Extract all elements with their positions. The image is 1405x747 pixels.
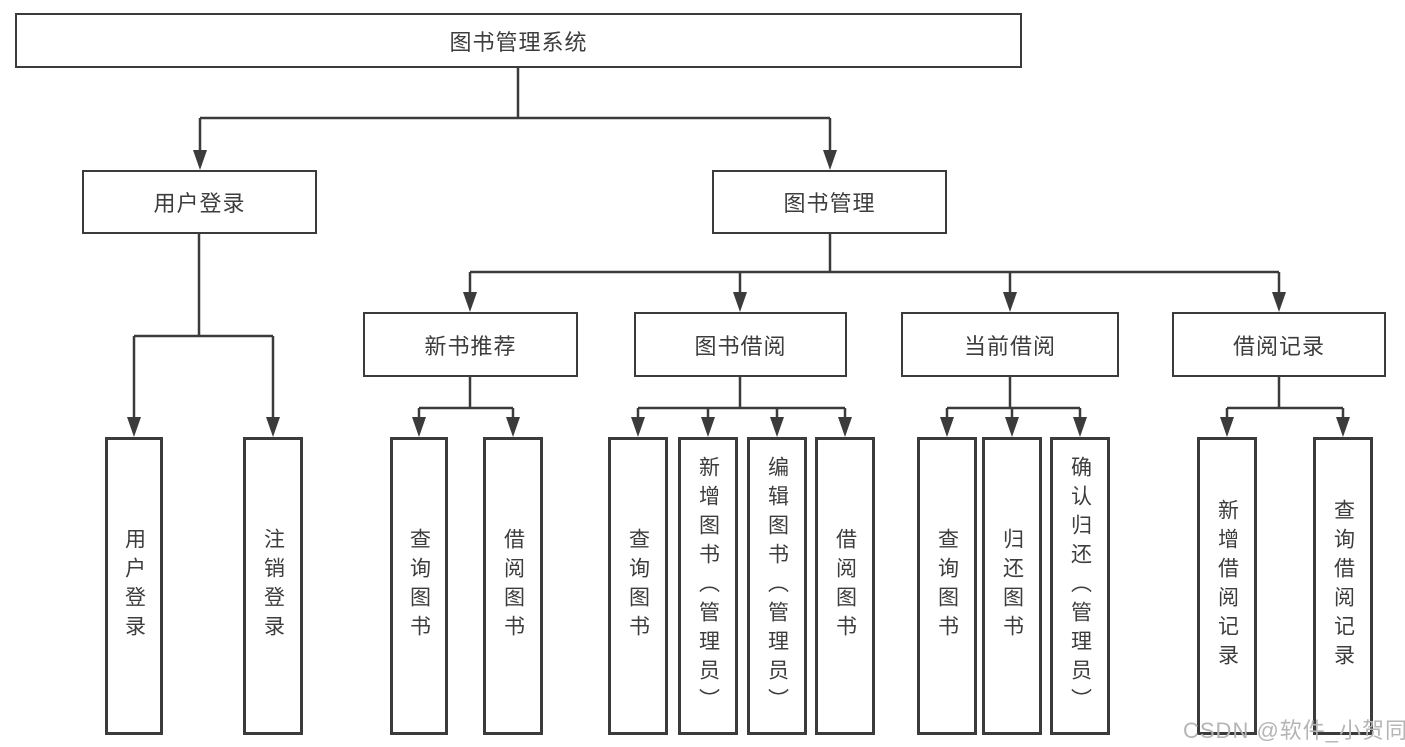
leaf-confirm-return-admin: 确认归还（管理员） <box>1050 437 1110 735</box>
leaf-search-books-current-label: 查询图书 <box>935 528 959 644</box>
node-root-label: 图书管理系统 <box>449 29 588 55</box>
leaf-return-books: 归还图书 <box>982 437 1042 735</box>
leaf-add-books-admin: 新增图书（管理员） <box>678 437 738 735</box>
node-book-borrowing-label: 图书借阅 <box>694 333 787 359</box>
leaf-confirm-return-admin-label: 确认归还（管理员） <box>1068 455 1092 717</box>
node-book-management: 图书管理 <box>712 170 947 234</box>
leaf-borrow-books-borrowing-label: 借阅图书 <box>833 528 857 644</box>
leaf-borrow-books-newbooks-label: 借阅图书 <box>501 528 525 644</box>
leaf-edit-books-admin-label: 编辑图书（管理员） <box>765 455 789 717</box>
leaf-logout-label: 注销登录 <box>261 528 285 644</box>
node-new-books-label: 新书推荐 <box>424 333 517 359</box>
leaf-search-books-borrowing: 查询图书 <box>608 437 668 735</box>
leaf-search-borrow-record: 查询借阅记录 <box>1313 437 1373 735</box>
leaf-logout: 注销登录 <box>243 437 303 735</box>
node-book-borrowing: 图书借阅 <box>634 312 847 377</box>
leaf-search-books-newbooks-label: 查询图书 <box>407 528 431 644</box>
leaf-search-books-current: 查询图书 <box>917 437 977 735</box>
node-user-login-label: 用户登录 <box>153 191 246 216</box>
leaf-search-borrow-record-label: 查询借阅记录 <box>1331 499 1355 673</box>
leaf-borrow-books-borrowing: 借阅图书 <box>815 437 875 735</box>
node-new-books: 新书推荐 <box>363 312 578 377</box>
leaf-user-login-label: 用户登录 <box>122 528 146 644</box>
node-borrowing-records-label: 借阅记录 <box>1232 333 1325 359</box>
node-current-borrowing: 当前借阅 <box>901 312 1119 377</box>
leaf-search-books-borrowing-label: 查询图书 <box>626 528 650 644</box>
node-user-login: 用户登录 <box>82 170 317 234</box>
leaf-return-books-label: 归还图书 <box>1000 528 1024 644</box>
leaf-user-login: 用户登录 <box>105 437 163 735</box>
leaf-add-borrow-record: 新增借阅记录 <box>1197 437 1257 735</box>
leaf-search-books-newbooks: 查询图书 <box>390 437 448 735</box>
leaf-add-books-admin-label: 新增图书（管理员） <box>696 455 720 717</box>
node-borrowing-records: 借阅记录 <box>1172 312 1386 377</box>
node-root: 图书管理系统 <box>15 13 1022 68</box>
node-book-management-label: 图书管理 <box>783 191 876 216</box>
leaf-borrow-books-newbooks: 借阅图书 <box>483 437 543 735</box>
leaf-add-borrow-record-label: 新增借阅记录 <box>1215 499 1239 673</box>
csdn-watermark: CSDN @软件_小贺同学 <box>1183 718 1405 743</box>
node-current-borrowing-label: 当前借阅 <box>963 333 1056 359</box>
leaf-edit-books-admin: 编辑图书（管理员） <box>747 437 807 735</box>
